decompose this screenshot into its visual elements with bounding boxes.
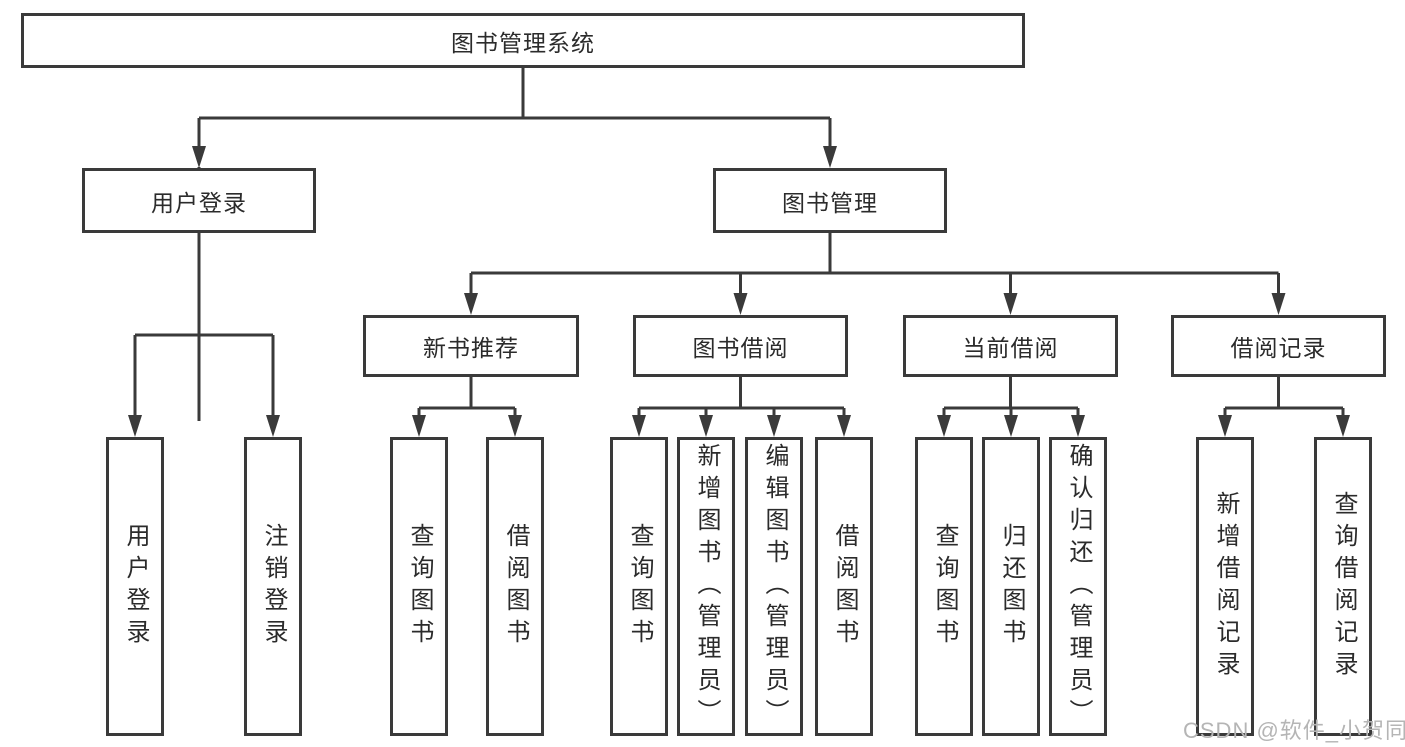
- csdn-watermark: CSDN @软件_小贺同学: [1183, 718, 1405, 743]
- leaf-node-return-books: 归还图书: [982, 437, 1040, 736]
- branch-node-current-borrowing: 当前借阅: [903, 315, 1118, 377]
- leaf-node-borrow-books: 借阅图书: [815, 437, 873, 736]
- leaf-node-query-books-borrowing: 查询图书: [610, 437, 668, 736]
- leaf-node-logout: 注销登录: [244, 437, 302, 736]
- leaf-node-add-borrow-record: 新增借阅记录: [1196, 437, 1254, 736]
- branch-node-book-borrowing: 图书借阅: [633, 315, 848, 377]
- branch-node-user-login: 用户登录: [82, 168, 316, 233]
- leaf-node-borrow-books-recommend: 借阅图书: [486, 437, 544, 736]
- branch-node-book-management: 图书管理: [713, 168, 947, 233]
- leaf-node-add-books-admin: 新增图书（管理员）: [677, 437, 735, 736]
- leaf-node-confirm-return-admin: 确认归还（管理员）: [1049, 437, 1107, 736]
- root-node-library-management-system: 图书管理系统: [21, 13, 1025, 68]
- leaf-node-query-books-recommend: 查询图书: [390, 437, 448, 736]
- branch-node-borrowing-records: 借阅记录: [1171, 315, 1386, 377]
- leaf-node-edit-books-admin: 编辑图书（管理员）: [745, 437, 803, 736]
- leaf-node-query-borrow-record: 查询借阅记录: [1314, 437, 1372, 736]
- leaf-node-user-login: 用户登录: [106, 437, 164, 736]
- leaf-node-query-books-current: 查询图书: [915, 437, 973, 736]
- branch-node-new-book-recommendation: 新书推荐: [363, 315, 579, 377]
